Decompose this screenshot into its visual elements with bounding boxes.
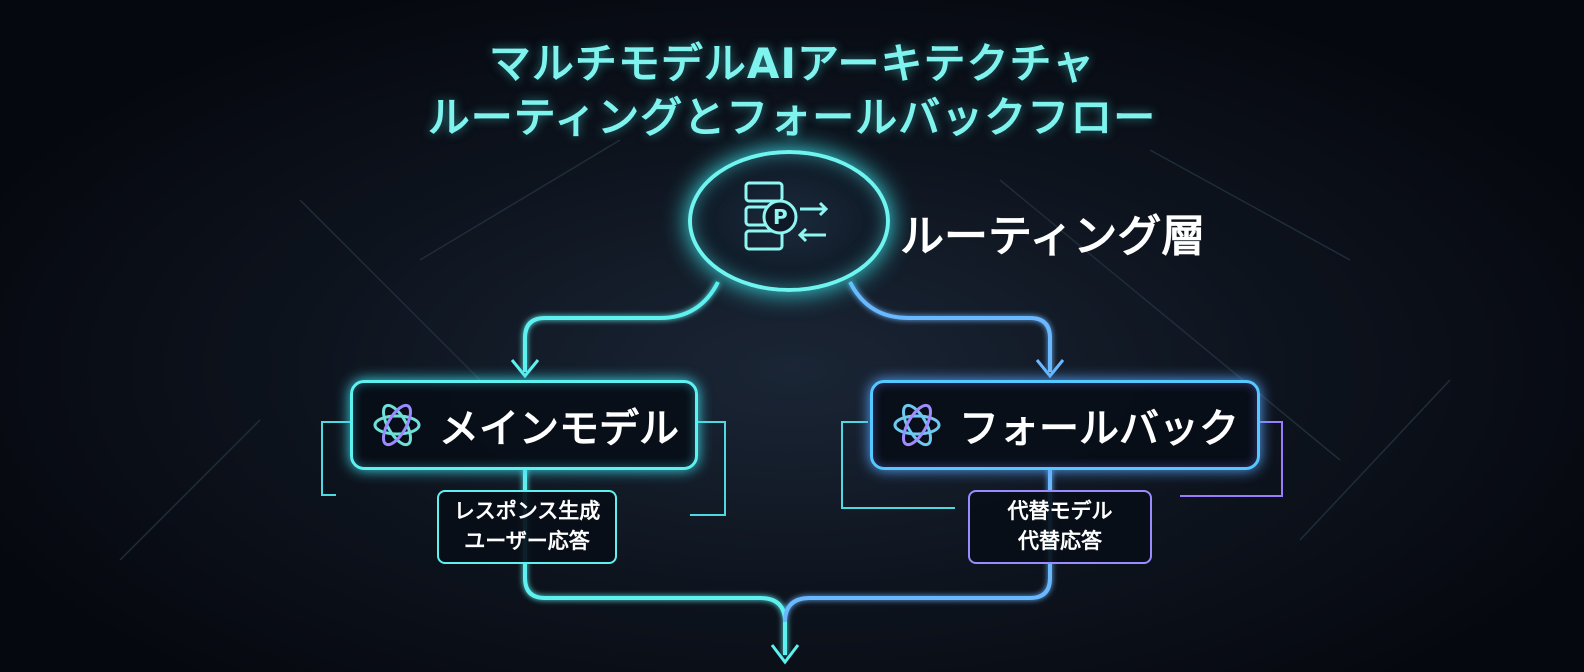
fallback-detail-line-1: 代替モデル — [1007, 499, 1113, 523]
main-model-node: メインモデル — [350, 380, 698, 470]
router-to-fallback-line — [848, 281, 1052, 372]
arrow-main — [510, 359, 540, 379]
openai-knot-icon — [893, 403, 941, 447]
title-line-2: ルーティングとフォールバックフロー — [427, 93, 1157, 142]
main-to-output-line — [523, 468, 787, 655]
main-model-label: メインモデル — [439, 406, 679, 452]
fallback-loop-left — [841, 421, 955, 509]
fallback-to-output-line — [783, 468, 1052, 623]
fallback-loop-right — [1180, 421, 1283, 497]
main-detail-line-1: レスポンス生成 — [453, 499, 601, 523]
arrow-fallback — [1035, 359, 1065, 379]
router-to-main-line — [523, 281, 720, 372]
fallback-detail-line-2: 代替応答 — [1018, 529, 1102, 553]
fallback-detail: 代替モデル 代替応答 — [968, 490, 1152, 564]
router-node: P — [688, 150, 890, 292]
router-label: ルーティング層 — [900, 211, 1206, 262]
openai-knot-icon — [373, 403, 421, 447]
main-loop-left — [321, 421, 350, 496]
main-model-detail: レスポンス生成 ユーザー応答 — [437, 490, 617, 564]
main-detail-line-2: ユーザー応答 — [464, 529, 590, 553]
fallback-label: フォールバック — [959, 406, 1239, 452]
title-line-1: マルチモデルAIアーキテクチャ — [488, 39, 1096, 88]
arrow-output — [770, 644, 800, 665]
main-loop-right — [690, 421, 726, 516]
server-routing-icon: P — [744, 181, 829, 251]
svg-text:P: P — [773, 205, 788, 229]
grid-decoration — [119, 139, 1451, 561]
fallback-node: フォールバック — [870, 380, 1260, 470]
